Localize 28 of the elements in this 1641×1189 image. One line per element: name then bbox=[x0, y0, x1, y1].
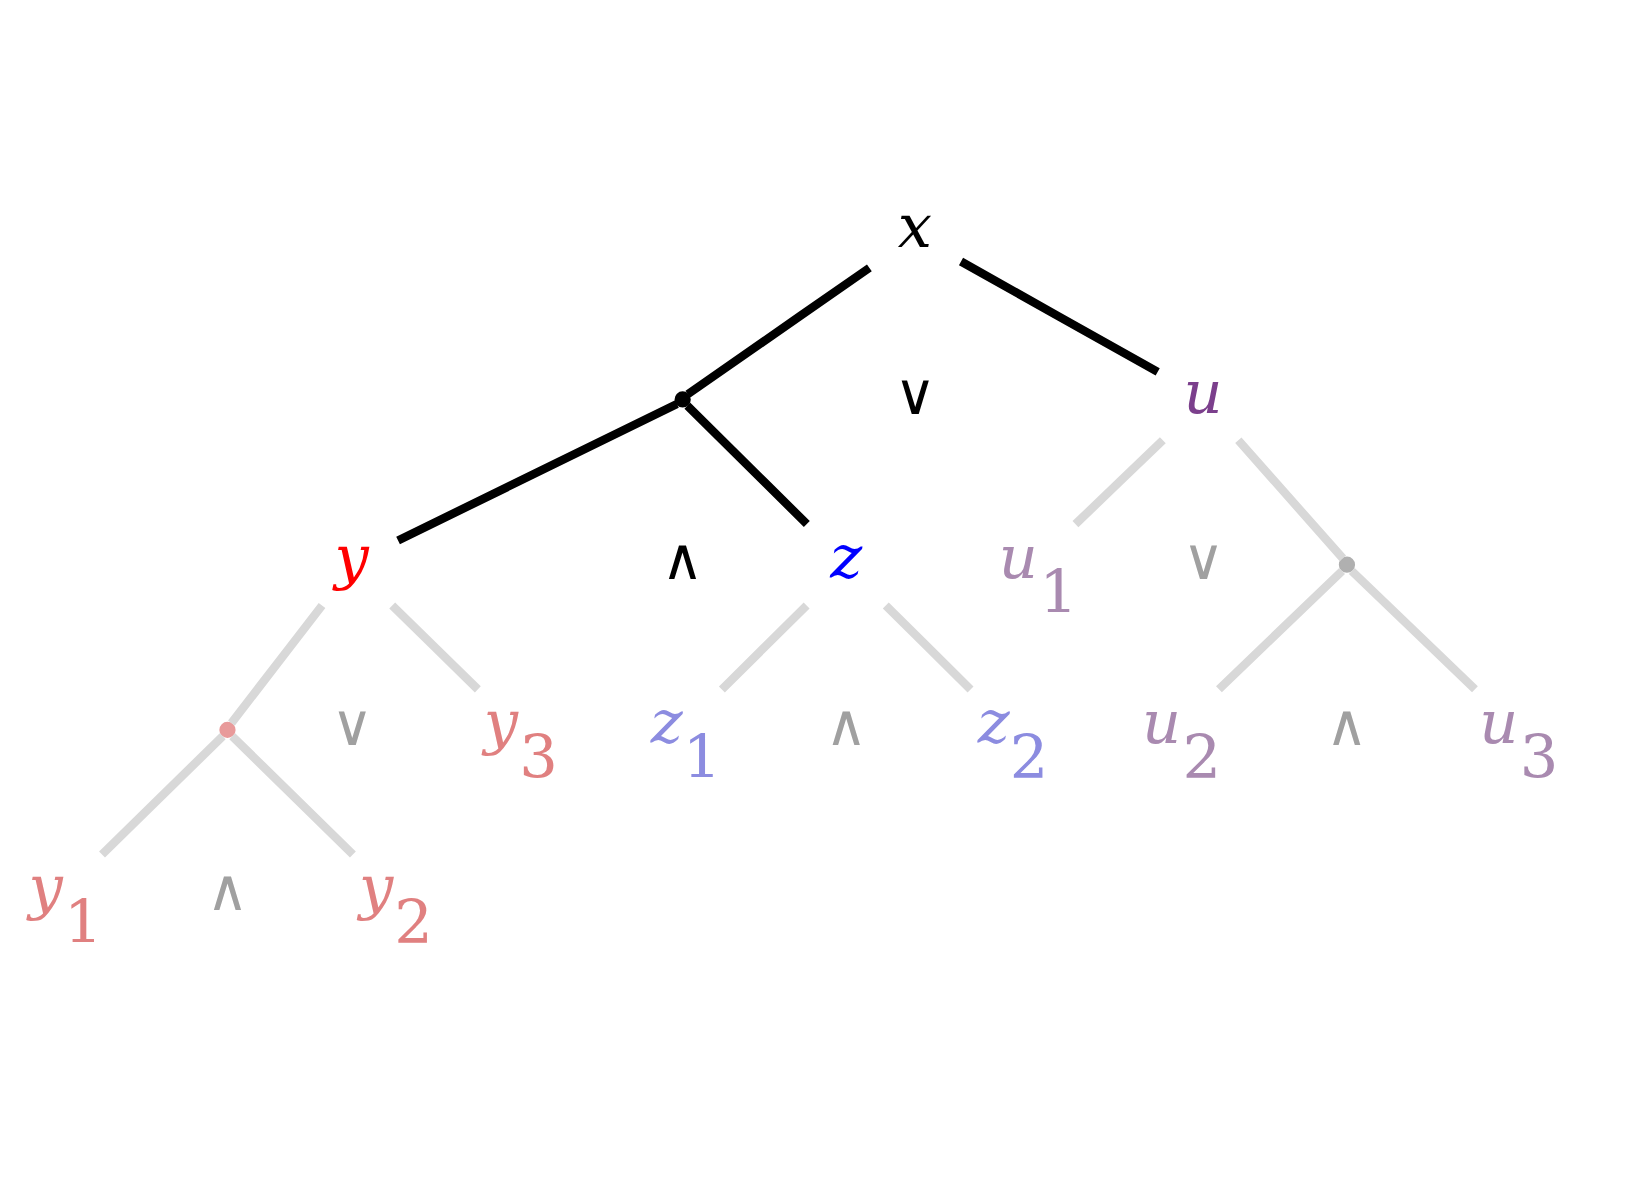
node-circle bbox=[674, 390, 691, 408]
node-circle bbox=[1338, 556, 1356, 573]
connector bbox=[396, 399, 679, 544]
node-label: ∨ bbox=[894, 360, 937, 428]
node-label: ∨ bbox=[331, 691, 374, 759]
connector bbox=[389, 602, 481, 692]
connector bbox=[882, 602, 974, 692]
connector bbox=[1072, 436, 1166, 527]
node-label: ∨ bbox=[1182, 525, 1225, 593]
connector bbox=[685, 263, 872, 398]
node-circle bbox=[219, 721, 236, 738]
node-text: u bbox=[1183, 356, 1223, 427]
node-text: y bbox=[334, 521, 369, 592]
connector bbox=[684, 402, 810, 527]
node-label: ∧ bbox=[825, 691, 868, 759]
connector bbox=[228, 602, 326, 726]
connector bbox=[1235, 437, 1346, 561]
connector bbox=[718, 602, 810, 692]
connector bbox=[1216, 567, 1345, 692]
node-label: ∧ bbox=[1325, 691, 1368, 759]
connector bbox=[99, 732, 226, 857]
connector bbox=[958, 257, 1160, 376]
node-label: ∧ bbox=[206, 856, 249, 924]
node-text: z bbox=[830, 521, 863, 592]
connector bbox=[229, 732, 356, 857]
node-label: ∧ bbox=[661, 525, 704, 593]
node-text: x bbox=[897, 190, 932, 261]
connector bbox=[1348, 567, 1478, 692]
